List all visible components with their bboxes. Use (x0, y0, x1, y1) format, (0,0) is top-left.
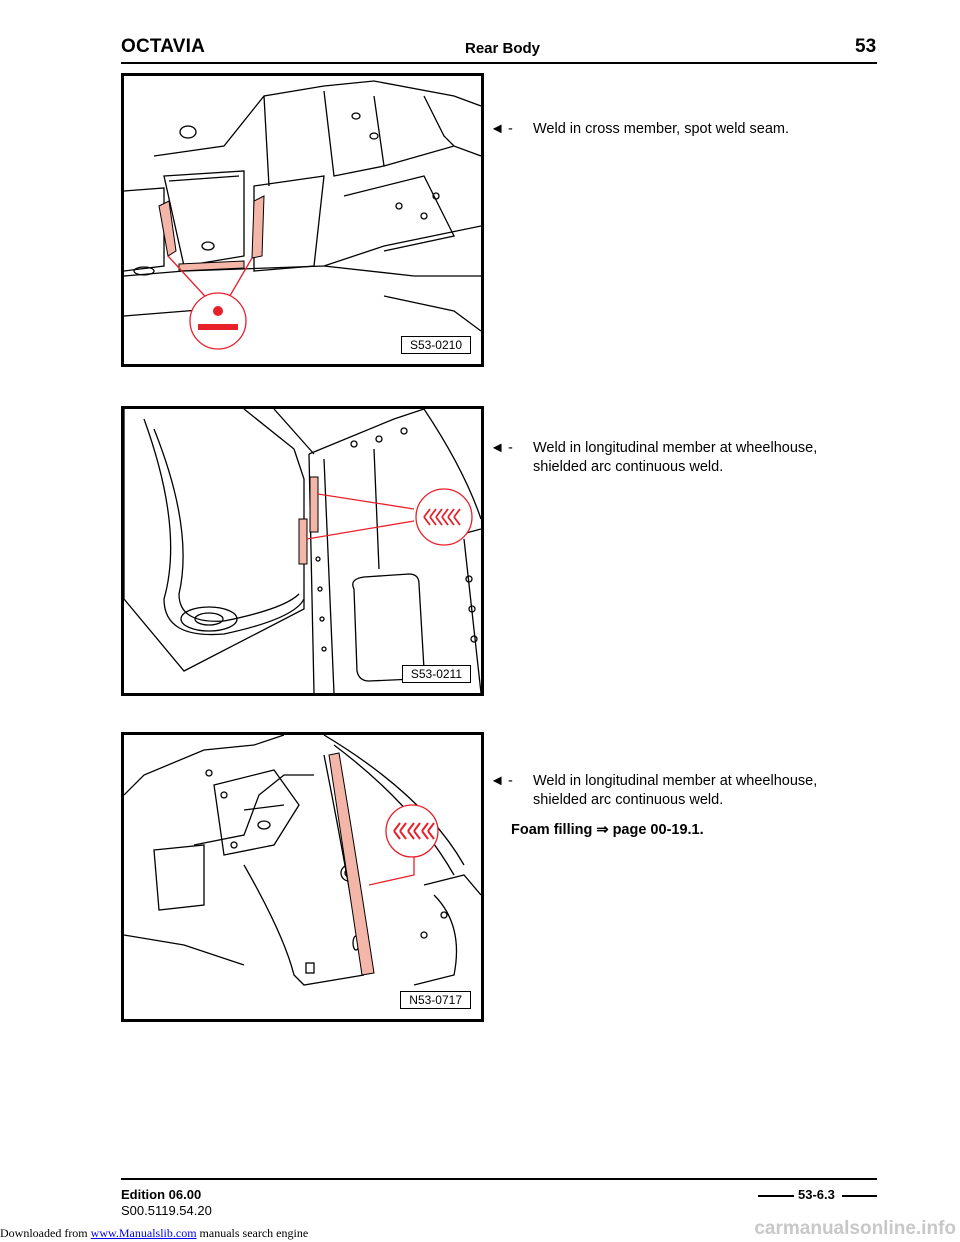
watermark: carmanualsonline.info (754, 1218, 956, 1239)
footer-page-line-left (758, 1195, 794, 1197)
step-dash: - (508, 440, 513, 456)
step-1: ◄ - Weld in cross member, spot weld seam… (490, 120, 870, 140)
foam-filling-reference[interactable]: Foam filling ⇒ page 00-19.1. (511, 822, 704, 838)
step-dash: - (508, 773, 513, 789)
step-2: ◄ - Weld in longitudinal member at wheel… (490, 439, 870, 479)
footer-page-number: 53-6.3 (798, 1187, 835, 1202)
header-chapter-number: 53 (855, 36, 877, 57)
figure-label: S53-0210 (400, 336, 471, 354)
cross-member-drawing (124, 80, 481, 350)
manualslib-link[interactable]: www.Manualslib.com (90, 1226, 197, 1240)
footer-page-line-right (842, 1195, 877, 1197)
step-text: Weld in cross member, spot weld seam. (533, 121, 789, 137)
figure-label: S53-0211 (401, 665, 471, 683)
figure-longitudinal-member-1: S53-0211 (121, 406, 484, 696)
longitudinal-member-drawing (124, 409, 481, 693)
pointer-arrow-icon: ◄ (490, 440, 505, 456)
pointer-arrow-icon: ◄ (490, 121, 505, 137)
header-section-title: Rear Body (465, 40, 541, 57)
footer-rule (121, 1178, 877, 1180)
figure-longitudinal-member-2: N53-0717 (121, 732, 484, 1022)
pointer-arrow-icon: ◄ (490, 773, 505, 789)
figure-cross-member: S53-0210 (121, 73, 484, 367)
download-suffix: manuals search engine (196, 1226, 309, 1240)
step-text: Weld in longitudinal member at wheelhous… (533, 440, 818, 475)
wheelhouse-drawing (124, 735, 481, 986)
header-brand: OCTAVIA (121, 36, 206, 57)
header-rule (121, 62, 877, 64)
figure-label: N53-0717 (400, 991, 471, 1009)
download-notice: Downloaded from www.Manualslib.com manua… (0, 1226, 308, 1241)
footer-document-code: S00.5119.54.20 (121, 1203, 212, 1218)
step-3: ◄ - Weld in longitudinal member at wheel… (490, 772, 870, 812)
footer-edition: Edition 06.00 (121, 1187, 202, 1202)
step-text: Weld in longitudinal member at wheelhous… (533, 773, 818, 808)
download-prefix: Downloaded from (0, 1226, 91, 1240)
step-dash: - (508, 121, 513, 137)
